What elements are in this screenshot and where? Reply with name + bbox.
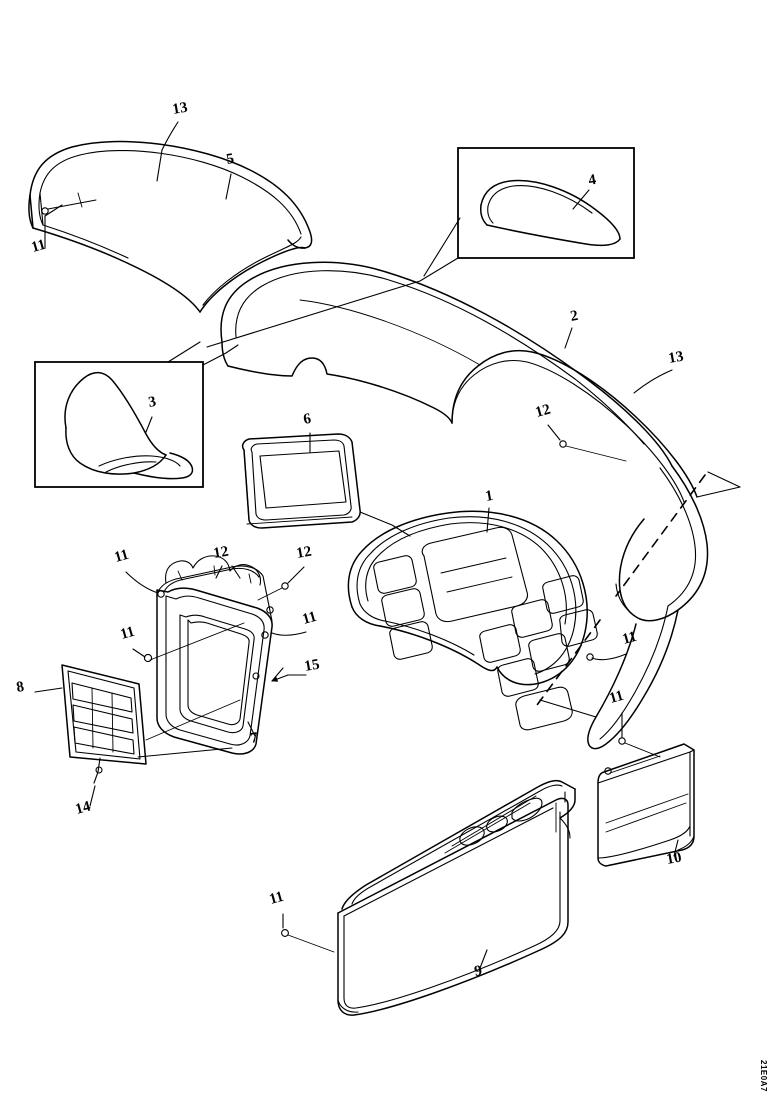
- sheet-code: 21E0A7: [759, 1060, 768, 1092]
- part-7-center-console-frame: [137, 555, 274, 758]
- detail-inset-4: [206, 147, 635, 348]
- leader-lines: [34, 121, 679, 969]
- part-2-main-instrument-panel: [220, 261, 741, 750]
- part-1-center-control-panel: [347, 510, 598, 731]
- reference-numeral-6: 6: [302, 410, 313, 428]
- reference-numeral-7: 7: [249, 729, 260, 747]
- part-5-left-upper-cover: [28, 140, 313, 313]
- part-6-display-bezel: [241, 433, 411, 537]
- part-8-air-vent-grille: [61, 664, 241, 784]
- reference-numeral-4: 4: [587, 171, 598, 189]
- reference-numeral-12-console-upper: 12: [212, 543, 230, 562]
- reference-numeral-12-console-right: 12: [295, 543, 313, 562]
- reference-numeral-13-top: 13: [171, 99, 189, 118]
- part-10-glovebox-door: [597, 743, 695, 867]
- reference-numeral-15: 15: [303, 656, 321, 675]
- reference-numeral-10: 10: [665, 849, 683, 868]
- part-9-lower-instrument-panel: [281, 779, 576, 1016]
- detail-inset-3: [34, 341, 239, 488]
- reference-numeral-13-right: 13: [667, 348, 685, 367]
